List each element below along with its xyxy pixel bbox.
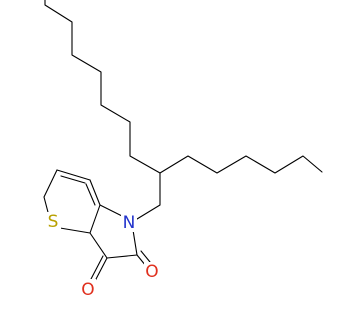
atom-nitrogen: N [121, 212, 137, 233]
atom-sulfur: S [45, 212, 61, 232]
octyl-chain [44, 0, 161, 174]
nitrogen-label: N [123, 213, 136, 233]
octyl-chain-bonds [44, 0, 161, 174]
thiophene-ring [43, 169, 101, 234]
oxygen-label-left: O [81, 280, 94, 300]
oxygen-label-right: O [145, 262, 158, 282]
hexyl-chain [159, 155, 323, 174]
methylene-n-bond [136, 204, 161, 220]
atom-oxygen-1: O [80, 279, 96, 300]
carbonyl-bonds [90, 250, 151, 282]
sulfur-label: S [48, 212, 59, 232]
hexyl-chain-bonds [159, 155, 323, 174]
pyrroledione-ring [89, 204, 138, 259]
atom-oxygen-2: O [144, 262, 160, 282]
